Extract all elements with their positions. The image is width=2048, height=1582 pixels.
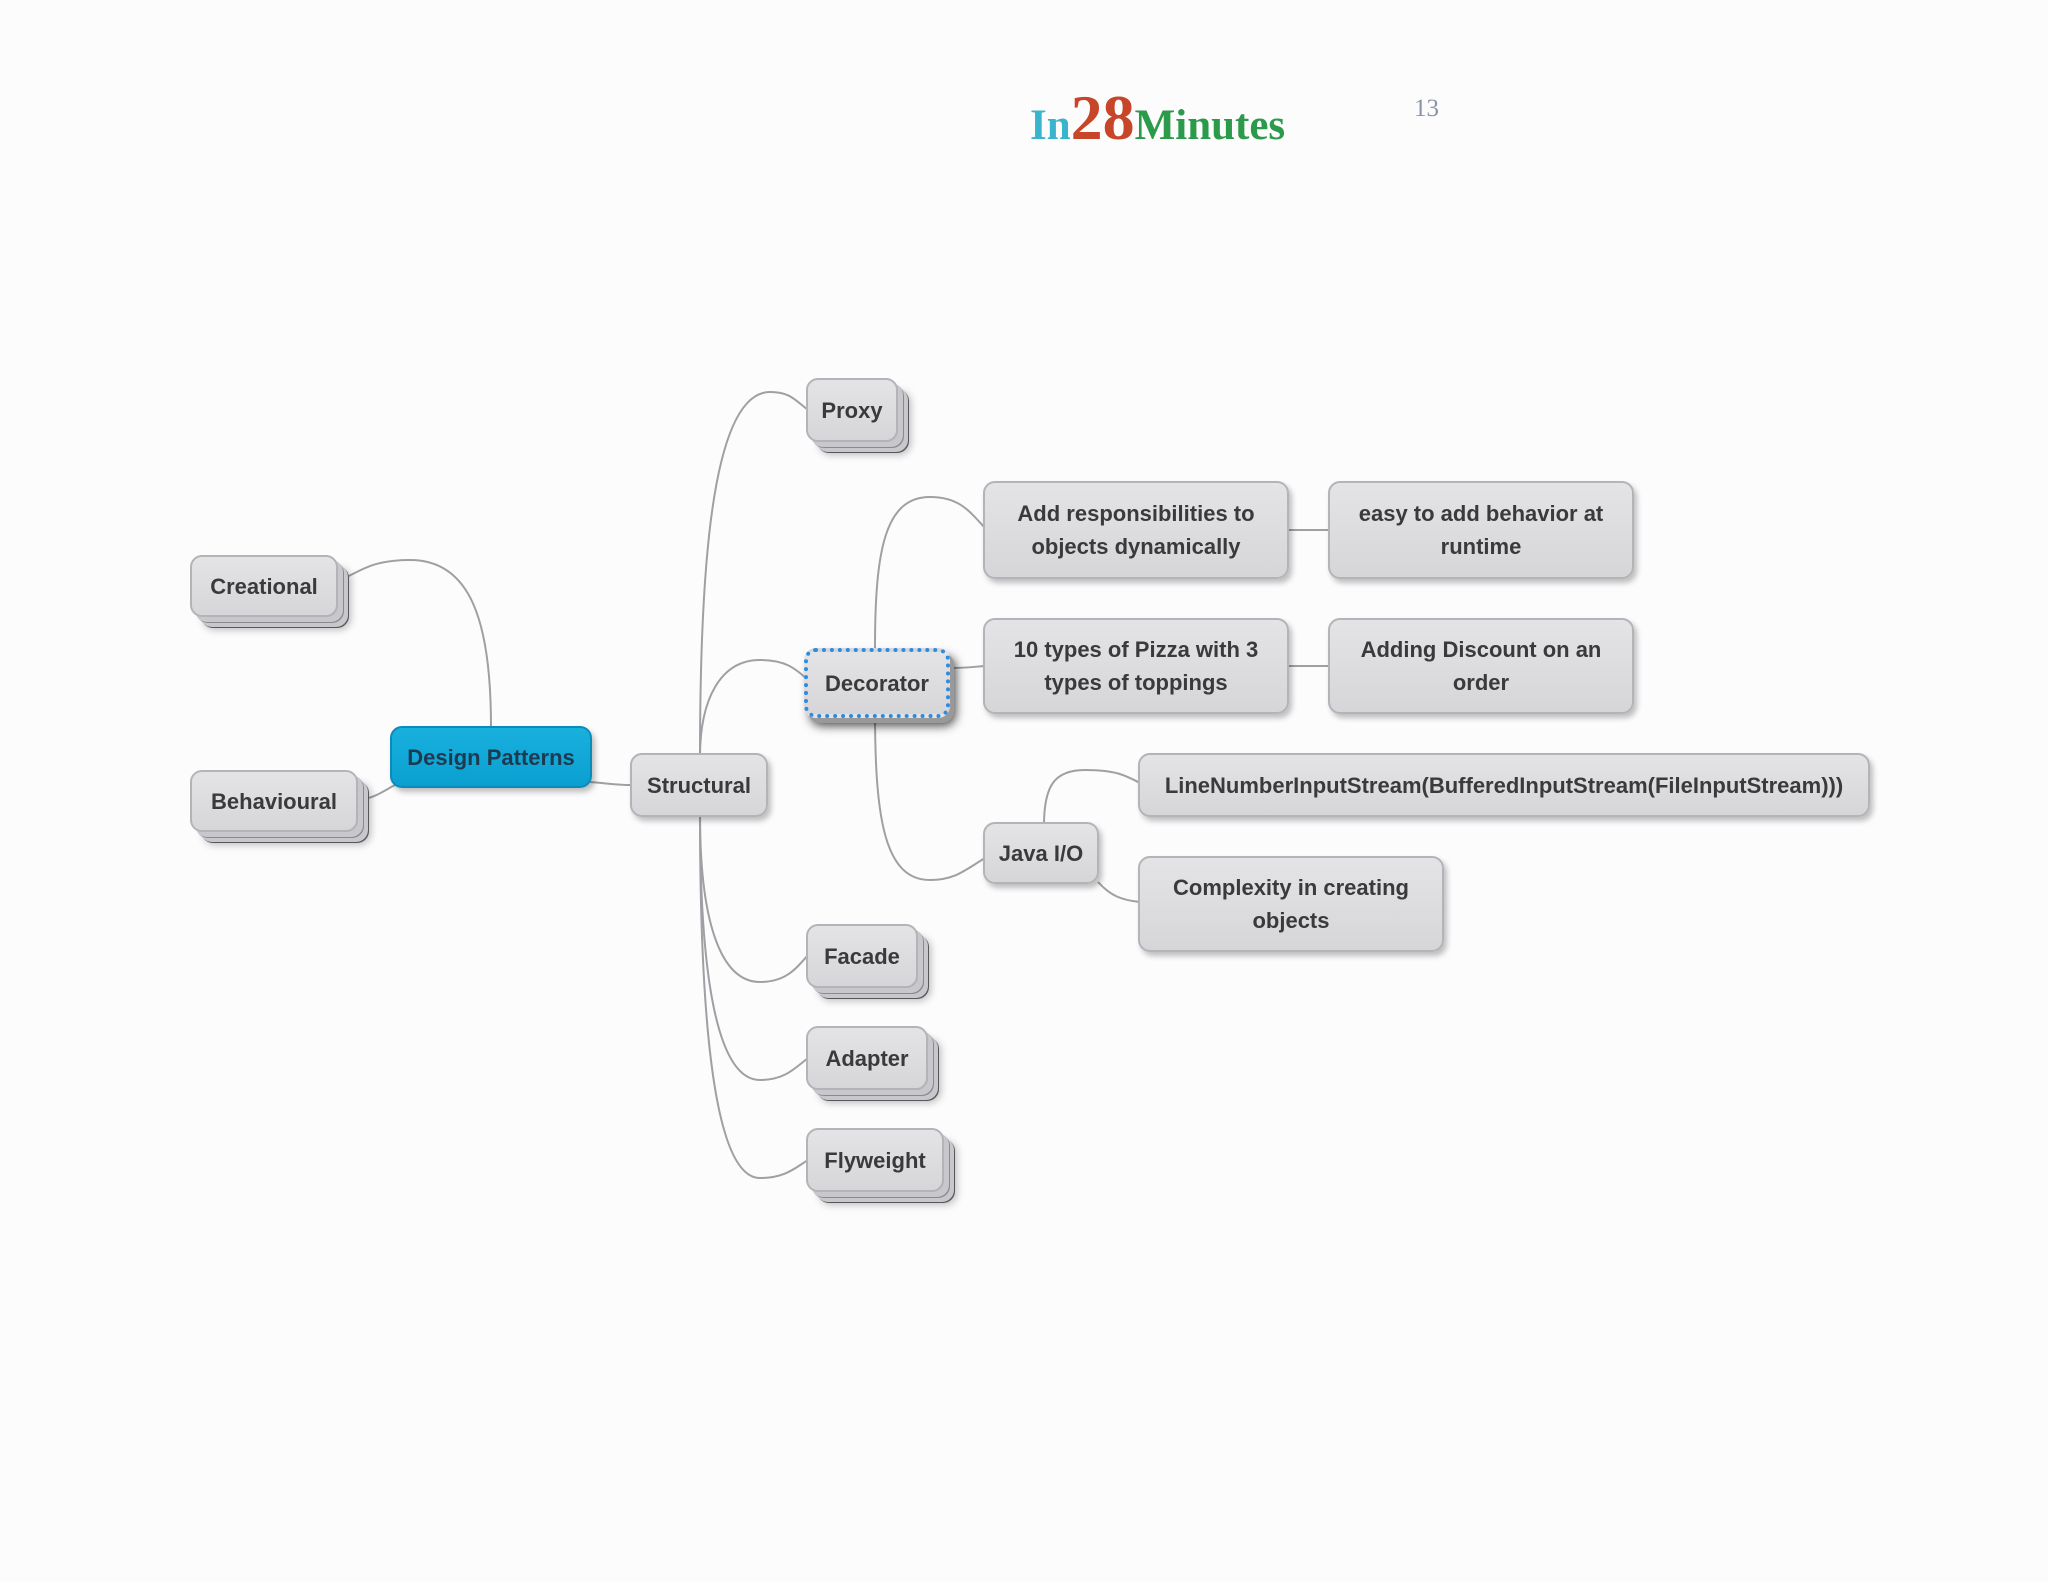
logo-text-minutes: Minutes xyxy=(1134,102,1286,149)
complexity-line2: objects xyxy=(1252,908,1330,933)
design-patterns-label: Design Patterns xyxy=(407,744,575,770)
java-io-label: Java I/O xyxy=(998,840,1084,866)
flyweight-label: Flyweight xyxy=(824,1147,926,1173)
decorator-label: Decorator xyxy=(825,670,929,696)
connector-structural-decorator xyxy=(699,658,809,758)
connector-structural-proxy xyxy=(699,390,809,758)
discount-line1: Adding Discount on an xyxy=(1360,637,1602,662)
add-responsibilities-node[interactable]: Add responsibilities to objects dynamica… xyxy=(983,481,1289,579)
connector-decorator-javaio xyxy=(874,711,986,882)
add-responsibilities-line1: Add responsibilities to xyxy=(1017,501,1255,526)
add-responsibilities-line2: objects dynamically xyxy=(1031,534,1241,559)
connector-root-structural xyxy=(589,781,633,786)
adapter-node[interactable]: Adapter xyxy=(806,1026,928,1090)
line-number-input-stream-label: LineNumberInputStream(BufferedInputStrea… xyxy=(1164,772,1844,798)
connector-root-creational xyxy=(339,558,492,728)
logo-text-in: In xyxy=(1030,102,1071,149)
connector-decorator-pizza xyxy=(949,665,986,669)
pizza-line2: types of toppings xyxy=(1044,670,1228,695)
discount-line2: order xyxy=(1452,670,1510,695)
structural-node[interactable]: Structural xyxy=(630,753,768,817)
connector-structural-facade xyxy=(699,814,809,984)
connector-root-behavioural xyxy=(359,784,396,801)
connector-structural-adapter xyxy=(699,814,809,1082)
java-io-node[interactable]: Java I/O xyxy=(983,822,1099,884)
pizza-example-node[interactable]: 10 types of Pizza with 3 types of toppin… xyxy=(983,618,1289,714)
connector-javaio-complexity xyxy=(1097,881,1141,903)
proxy-node[interactable]: Proxy xyxy=(806,378,898,442)
design-patterns-root-node[interactable]: Design Patterns xyxy=(390,726,592,788)
creational-node[interactable]: Creational xyxy=(190,555,338,617)
pizza-line1: 10 types of Pizza with 3 xyxy=(1013,637,1259,662)
flyweight-node[interactable]: Flyweight xyxy=(806,1128,944,1192)
complexity-line1: Complexity in creating xyxy=(1173,875,1409,900)
proxy-label: Proxy xyxy=(821,397,883,423)
logo-text-28: 28 xyxy=(1070,82,1135,153)
creational-label: Creational xyxy=(210,573,318,599)
page-number: 13 xyxy=(1414,95,1439,122)
complexity-node[interactable]: Complexity in creating objects xyxy=(1138,856,1444,952)
page-header: In28Minutes 13 xyxy=(0,0,2048,200)
facade-label: Facade xyxy=(824,943,900,969)
connector-structural-flyweight xyxy=(699,814,809,1180)
behavioural-node[interactable]: Behavioural xyxy=(190,770,358,832)
structural-label: Structural xyxy=(647,772,751,798)
connector-decorator-add xyxy=(874,495,986,649)
facade-node[interactable]: Facade xyxy=(806,924,918,988)
easy-to-add-behavior-node[interactable]: easy to add behavior at runtime xyxy=(1328,481,1634,579)
easy-to-add-line2: runtime xyxy=(1440,534,1522,559)
line-number-input-stream-node[interactable]: LineNumberInputStream(BufferedInputStrea… xyxy=(1138,753,1870,817)
easy-to-add-line1: easy to add behavior at xyxy=(1358,501,1604,526)
adding-discount-node[interactable]: Adding Discount on an order xyxy=(1328,618,1634,714)
connector-javaio-linenumber xyxy=(1043,768,1141,826)
adapter-label: Adapter xyxy=(825,1045,909,1071)
in28minutes-logo: In28Minutes xyxy=(1030,86,1286,156)
decorator-node[interactable]: Decorator xyxy=(804,648,950,718)
behavioural-label: Behavioural xyxy=(211,788,337,814)
